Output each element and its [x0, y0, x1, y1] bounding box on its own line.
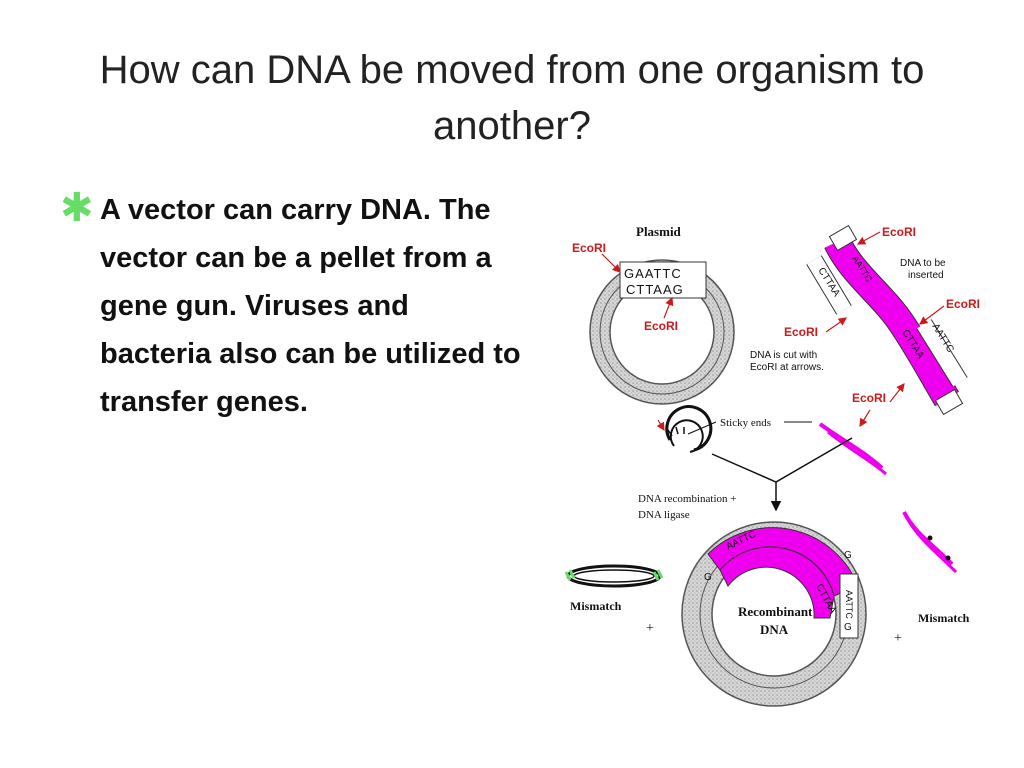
ecori-label-insert-bottom: EcoRI — [852, 391, 886, 405]
mismatch-insert — [902, 511, 958, 574]
recombinant-end-g-2: G — [844, 622, 852, 633]
plus-left: + — [646, 621, 654, 636]
ecori-label-plasmid-outer: EcoRI — [572, 241, 606, 255]
ecori-label-insert-right: EcoRI — [946, 297, 980, 311]
recombinant-label-1: Recombinant — [738, 604, 813, 619]
bullet-item: ✱ A vector can carry DNA. The vector can… — [58, 186, 528, 426]
recombinant-end-g-1: G — [844, 550, 852, 561]
recombination-label-2: DNA ligase — [638, 509, 690, 521]
sticky-ends-label: Sticky ends — [720, 417, 771, 429]
ecori-label-plasmid-inner: EcoRI — [644, 319, 678, 333]
cut-note-line-2: EcoRI at arrows. — [750, 362, 824, 373]
slide-title: How can DNA be moved from one organism t… — [99, 48, 925, 148]
mismatch-label-right: Mismatch — [918, 611, 970, 625]
ecori-label-insert-top: EcoRI — [882, 225, 916, 239]
opened-plasmid — [665, 405, 713, 453]
dna-to-be-inserted-label-1: DNA to be — [900, 258, 946, 269]
plasmid-seq-bottom: CTTAAG — [626, 282, 684, 297]
dna-transfer-diagram: Plasmid GAATTC CTTAAG EcoRI EcoRI AATTC … — [552, 214, 992, 724]
insert-dna-strand-white — [806, 255, 968, 387]
star-bullet-icon: ✱ — [60, 185, 94, 231]
insert-dna-strand — [824, 224, 964, 416]
plasmid-ring — [589, 259, 735, 405]
recombinant-dna-ring — [681, 521, 867, 707]
cut-insert-fragment — [818, 422, 887, 476]
plasmid-label: Plasmid — [636, 224, 682, 239]
recombination-label-1: DNA recombination + — [638, 493, 736, 505]
plus-right: + — [894, 631, 902, 646]
bullet-text: A vector can carry DNA. The vector can b… — [100, 194, 521, 418]
recombinant-label-2: DNA — [760, 622, 789, 637]
recombinant-end-g-3: G — [704, 572, 712, 583]
cut-note-line-1: DNA is cut with — [750, 350, 817, 361]
recombinant-seq-right: AATTC — [844, 590, 854, 619]
dna-to-be-inserted-label-2: inserted — [908, 270, 944, 281]
mismatch-label-left: Mismatch — [570, 599, 622, 613]
mismatch-plasmid — [564, 564, 664, 588]
plasmid-seq-top: GAATTC — [624, 266, 682, 281]
ecori-label-insert-left: EcoRI — [784, 325, 818, 339]
